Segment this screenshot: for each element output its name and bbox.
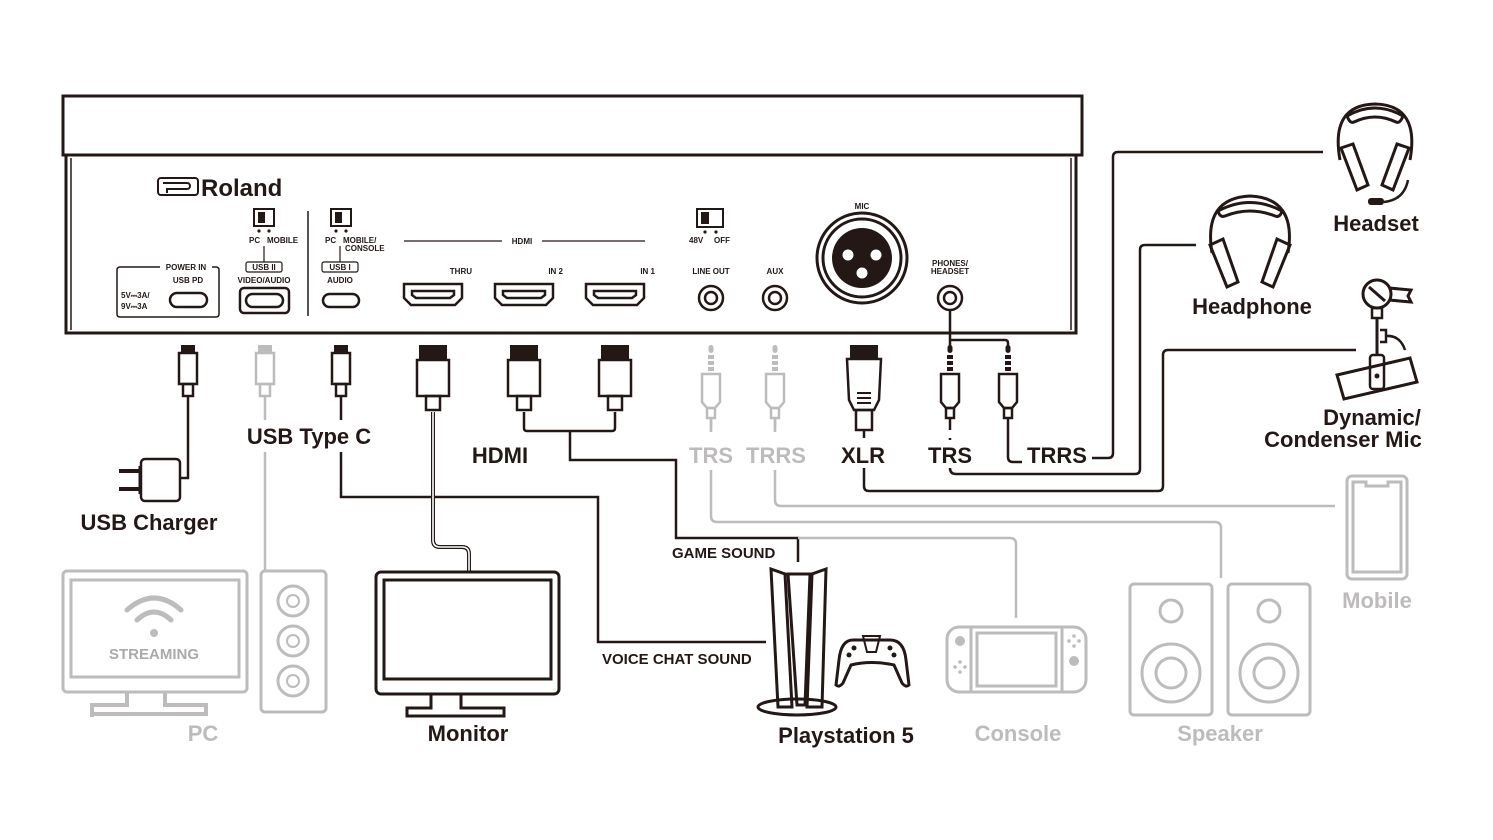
usb-c-port-icon bbox=[168, 291, 209, 309]
usb-charger-icon bbox=[119, 457, 182, 503]
mic-xlr-port[interactable]: MIC bbox=[815, 202, 909, 305]
label-trs: TRS bbox=[928, 443, 972, 468]
label-console: Console bbox=[975, 721, 1062, 746]
monitor-icon bbox=[374, 570, 561, 718]
line-out-port[interactable]: LINE OUT bbox=[692, 267, 730, 312]
hdmi-group-label: HDMI bbox=[512, 237, 532, 246]
cable-line-out-speaker bbox=[709, 420, 1223, 578]
usb2-label: VIDEO/AUDIO bbox=[238, 276, 291, 285]
cable-hdmi-ps5 bbox=[522, 412, 800, 562]
line-out-label: LINE OUT bbox=[692, 267, 729, 276]
aux-label: AUX bbox=[767, 267, 785, 276]
label-mobile: Mobile bbox=[1342, 588, 1412, 613]
hdmi-plug bbox=[415, 345, 451, 412]
label-trrs-gray: TRRS bbox=[746, 443, 806, 468]
usb1-label: AUDIO bbox=[327, 276, 353, 285]
mixer-device bbox=[61, 94, 1084, 335]
cable-phones-splitter bbox=[948, 310, 1010, 352]
usb2-port[interactable]: PC MOBILE USB II VIDEO/AUDIO bbox=[238, 208, 299, 315]
label-ps5: Playstation 5 bbox=[778, 723, 914, 748]
hdmi-plug bbox=[597, 345, 633, 412]
device-rear-panel bbox=[64, 155, 1078, 335]
label-speaker: Speaker bbox=[1177, 721, 1263, 746]
ps5-icon bbox=[756, 566, 838, 717]
hdmi-ports: HDMI THRU IN 2 IN 1 bbox=[402, 237, 656, 307]
cable-usb-ps5 bbox=[339, 396, 766, 644]
cable-aux-mobile bbox=[773, 420, 1335, 508]
usb1-switch-pc: PC bbox=[325, 236, 336, 245]
label-usb-type-c: USB Type C bbox=[247, 424, 371, 449]
usb-c-plug-pc bbox=[254, 345, 276, 398]
audio-jack-plug bbox=[939, 345, 961, 430]
aux-port[interactable]: AUX bbox=[761, 267, 789, 312]
label-voice-chat-sound: VOICE CHAT SOUND bbox=[602, 651, 752, 668]
usb1-badge: USB I bbox=[329, 263, 350, 272]
cable-trrs-headset bbox=[1006, 150, 1323, 464]
speaker-icon bbox=[1128, 582, 1312, 717]
usb1-port[interactable]: PC MOBILE/ CONSOLE USB I AUDIO bbox=[321, 208, 385, 309]
power-in-port[interactable]: POWER IN USB PD 5V⎓3A/ 9V⎓3A bbox=[116, 263, 220, 318]
microphone-icon bbox=[1335, 278, 1419, 401]
label-hdmi: HDMI bbox=[472, 443, 528, 468]
cable-console bbox=[798, 536, 1018, 618]
gamepad-icon bbox=[834, 635, 911, 688]
hdmi-plug bbox=[506, 345, 542, 412]
cable-trs-headphone bbox=[948, 243, 1196, 476]
hdmi-in1-port[interactable] bbox=[584, 282, 646, 307]
label-xlr: XLR bbox=[841, 443, 885, 468]
hdmi-thru-port[interactable] bbox=[402, 282, 464, 307]
cable-hdmi-monitor bbox=[431, 412, 471, 572]
audio-jack-plug bbox=[700, 345, 722, 430]
usb1-switch-console: CONSOLE bbox=[345, 244, 385, 253]
usb-c-plug-ps5 bbox=[330, 345, 352, 398]
switch-48v-label: 48V bbox=[689, 236, 704, 245]
audio-jack-plug bbox=[997, 345, 1019, 430]
usb2-badge: USB II bbox=[252, 263, 276, 272]
label-mic-line1: Dynamic/ bbox=[1323, 405, 1421, 430]
label-pc: PC bbox=[188, 721, 219, 746]
usb-c-port-icon bbox=[244, 292, 285, 309]
xlr-plug bbox=[845, 345, 883, 432]
console-icon bbox=[945, 625, 1088, 694]
audio-jack-plug bbox=[764, 345, 786, 430]
headset-icon bbox=[1336, 102, 1414, 205]
label-mic-line2: Condenser Mic bbox=[1264, 427, 1422, 452]
usb1-switch-mobile: MOBILE/ bbox=[343, 236, 377, 245]
label-monitor: Monitor bbox=[428, 721, 509, 746]
label-headset: Headset bbox=[1333, 211, 1419, 236]
usb-c-plug-charger bbox=[177, 345, 199, 398]
label-headphone: Headphone bbox=[1192, 294, 1312, 319]
phantom-power-switch[interactable]: 48V OFF bbox=[689, 208, 730, 245]
device-top-panel bbox=[61, 94, 1084, 157]
label-game-sound: GAME SOUND bbox=[672, 545, 776, 562]
hdmi-in2-label: IN 2 bbox=[548, 267, 563, 276]
label-usb-charger: USB Charger bbox=[81, 510, 218, 535]
hdmi-thru-label: THRU bbox=[450, 267, 472, 276]
pc-screen-text: STREAMING bbox=[109, 646, 199, 663]
pc-icon: STREAMING bbox=[61, 569, 328, 717]
hdmi-in2-port[interactable] bbox=[493, 282, 555, 307]
hdmi-in1-label: IN 1 bbox=[640, 267, 655, 276]
switch-off-label: OFF bbox=[714, 236, 730, 245]
usb2-switch-mobile: MOBILE bbox=[267, 236, 299, 245]
label-trs-gray: TRS bbox=[689, 443, 733, 468]
roland-logo: Roland bbox=[157, 175, 282, 202]
power-spec-1: 5V⎓3A/ bbox=[121, 291, 150, 300]
cable-xlr-mic bbox=[862, 348, 1356, 493]
cable-usb-charger bbox=[180, 396, 190, 480]
phones-headset-port[interactable]: PHONES/ HEADSET bbox=[931, 259, 969, 312]
phones-label-2: HEADSET bbox=[931, 267, 969, 276]
phones-label-1: PHONES/ bbox=[932, 259, 969, 268]
label-trrs: TRRS bbox=[1027, 443, 1087, 468]
roland-logo-text: Roland bbox=[201, 175, 282, 202]
headphone-icon bbox=[1208, 194, 1292, 290]
power-in-label: POWER IN bbox=[166, 263, 207, 272]
usb-c-port-icon bbox=[321, 292, 361, 309]
power-spec-2: 9V⎓3A bbox=[121, 302, 148, 311]
usb2-switch-pc: PC bbox=[249, 236, 260, 245]
mic-port-label: MIC bbox=[855, 202, 870, 211]
mobile-icon bbox=[1345, 474, 1409, 581]
usb-pd-label: USB PD bbox=[173, 276, 203, 285]
